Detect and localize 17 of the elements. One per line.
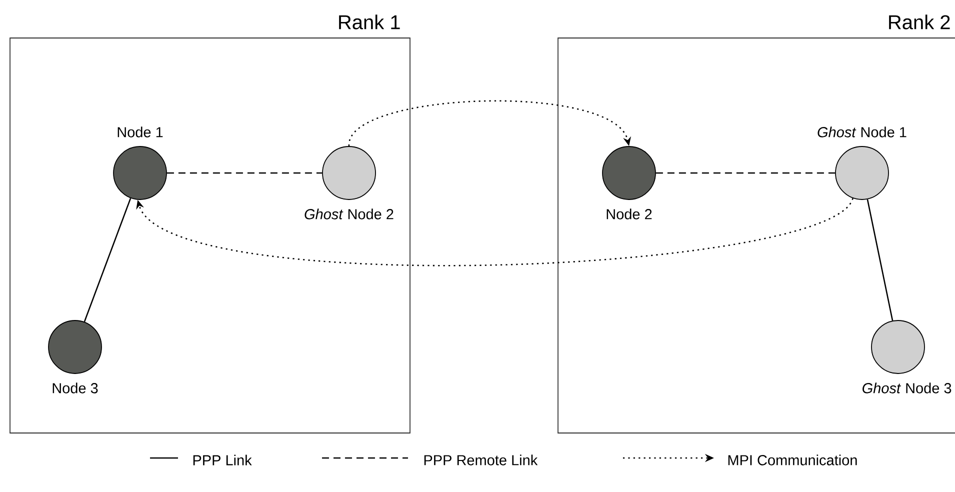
link-line [84, 198, 132, 322]
node-label: Node 2 [606, 208, 652, 220]
arrow [348, 100, 632, 146]
link-line [866, 199, 894, 321]
link-line [166, 172, 322, 174]
node-label: Ghost Node 3 [862, 382, 952, 394]
node-label: Ghost Node 1 [818, 126, 906, 138]
box-title: Rank 2 [889, 14, 950, 30]
legend-label: PPP Link [193, 454, 252, 466]
box-title: Rank 1 [339, 14, 400, 30]
legend-label: MPI Communication [728, 454, 857, 466]
node-label: Node 3 [52, 382, 98, 394]
arrow [136, 198, 854, 266]
node-label: Node 1 [118, 126, 163, 138]
link-line [656, 172, 836, 174]
node-label: Ghost Node 2 [304, 208, 394, 220]
legend-label: PPP Remote Link [424, 454, 538, 466]
